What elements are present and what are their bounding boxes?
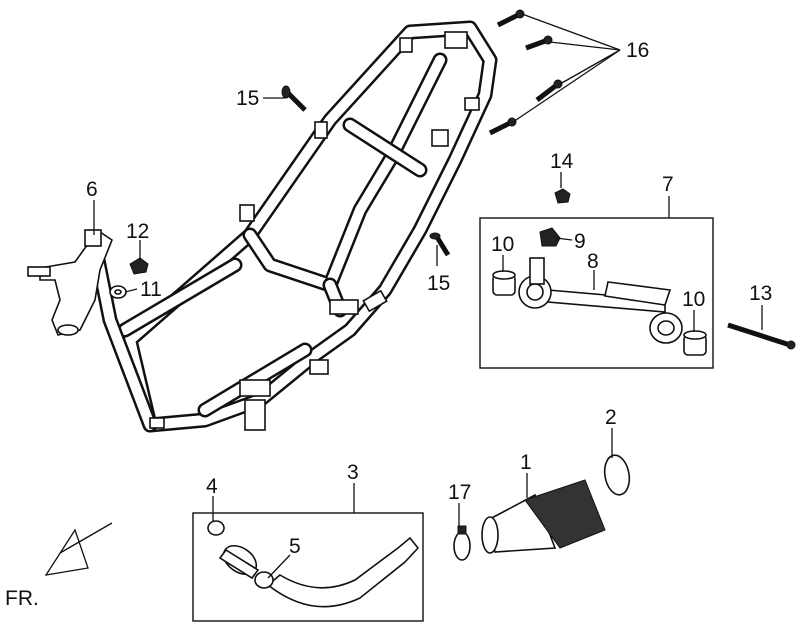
head-pipe [27, 229, 113, 336]
callout-4: 4 [206, 475, 218, 498]
callout-10-right: 10 [682, 288, 705, 311]
callout-16: 16 [626, 39, 649, 62]
clamp-17 [453, 525, 471, 561]
bolt-15-upper [281, 85, 307, 112]
callout-7: 7 [662, 173, 674, 196]
callout-11: 11 [140, 278, 162, 301]
nut-12 [129, 257, 149, 275]
callout-15-lower: 15 [427, 272, 450, 295]
callout-8: 8 [587, 250, 599, 273]
callout-6: 6 [86, 178, 98, 201]
callout-3: 3 [347, 461, 359, 484]
bolt-16-group [488, 9, 563, 136]
callout-17: 17 [448, 481, 471, 504]
box-7 [479, 217, 714, 369]
front-direction-label: FR. [5, 587, 39, 610]
long-bolt-13 [727, 322, 796, 350]
clamp-2 [603, 454, 631, 496]
bushing-10-left [492, 270, 516, 296]
callout-10-left: 10 [491, 233, 514, 256]
callout-13: 13 [749, 282, 772, 305]
callout-2: 2 [605, 406, 617, 429]
bolt-15-lower [429, 232, 451, 257]
nut-14 [554, 188, 571, 204]
box-3 [192, 512, 424, 622]
bushing-9 [539, 227, 561, 247]
air-duct-3 [207, 520, 420, 608]
callout-9: 9 [574, 230, 586, 253]
front-direction-arrow-icon [44, 522, 113, 576]
callout-14: 14 [550, 150, 574, 173]
callout-5: 5 [289, 535, 301, 558]
hanger-link-8 [518, 257, 683, 344]
leader-lines [93, 13, 763, 579]
intake-boot-1 [481, 479, 606, 554]
main-frame [27, 20, 498, 433]
callout-15-upper: 15 [236, 87, 259, 110]
callout-12: 12 [126, 220, 149, 243]
callout-1: 1 [520, 451, 532, 474]
bushing-10-right [683, 330, 707, 356]
